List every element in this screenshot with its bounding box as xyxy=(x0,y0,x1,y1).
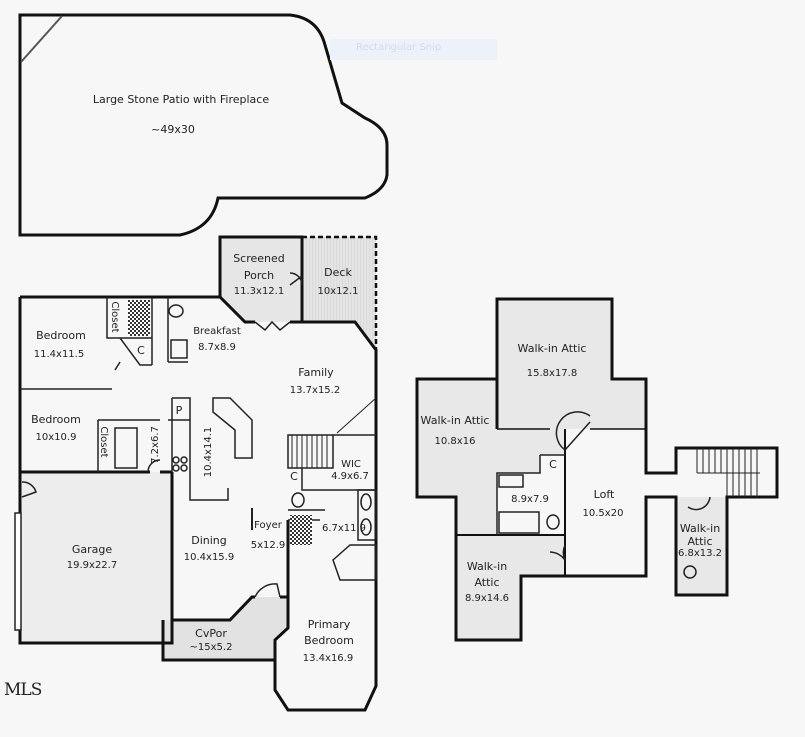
deck-size: 10x12.1 xyxy=(318,286,359,297)
bathtub xyxy=(498,511,540,534)
bedroom-size: 10x10.9 xyxy=(36,432,77,443)
closet-c-label: C xyxy=(137,344,145,357)
family-label: Family xyxy=(298,366,334,379)
primary-bedroom-label: Primary xyxy=(308,618,351,631)
cvpor-label: CvPor xyxy=(195,627,227,640)
kitchen-island xyxy=(212,397,253,459)
pantry-label: P xyxy=(176,404,183,417)
garage-area xyxy=(20,472,172,643)
wic-size: 4.9x6.7 xyxy=(331,471,369,482)
screened-porch-size: 11.3x12.1 xyxy=(234,286,284,297)
attic-top-area xyxy=(497,299,646,429)
attic-right-area xyxy=(676,497,727,595)
attic-label: Walk-in xyxy=(680,522,720,535)
garage-door xyxy=(14,512,22,631)
cvpor-size: ~15x5.2 xyxy=(190,642,233,653)
bedroom-size: 11.4x11.5 xyxy=(34,349,84,360)
attic-label: Walk-in Attic xyxy=(518,342,587,355)
closet-c-label: C xyxy=(549,458,557,471)
sink-icon xyxy=(170,339,188,359)
toilet-icon xyxy=(291,492,305,508)
loft-size: 10.5x20 xyxy=(583,508,624,519)
family-size: 13.7x15.2 xyxy=(290,385,340,396)
patio-size: ~49x30 xyxy=(151,123,195,136)
patio-opening xyxy=(20,15,63,63)
attic-label: Attic xyxy=(687,535,712,548)
water-heater-icon xyxy=(683,565,697,579)
bath-size: 8.9x7.9 xyxy=(511,494,549,505)
kitchen-size: 10.4x14.1 xyxy=(203,427,214,477)
primary-bath-size: 6.7x11.9 xyxy=(322,523,366,534)
laundry-size: 7.2x6.7 xyxy=(150,426,161,464)
toilet-icon xyxy=(546,514,560,530)
attic-size: 6.8x13.2 xyxy=(678,548,722,559)
garage-size: 19.9x22.7 xyxy=(67,560,117,571)
main-floor-walls xyxy=(18,235,378,712)
mls-logo: MLS xyxy=(4,680,42,700)
toilet-icon xyxy=(168,304,184,318)
attic-label: Attic xyxy=(474,576,499,589)
upper-floor-walls xyxy=(415,297,779,642)
cvpor-area xyxy=(163,597,288,660)
wic-label: WIC xyxy=(341,459,361,470)
bedroom-label: Bedroom xyxy=(36,329,86,342)
breakfast-label: Breakfast xyxy=(193,326,241,337)
foyer-label: Foyer xyxy=(254,520,283,531)
primary-shower xyxy=(290,515,312,545)
corner-tub xyxy=(332,544,377,581)
dining-label: Dining xyxy=(191,534,227,547)
dining-size: 10.4x15.9 xyxy=(184,552,234,563)
attic-size: 10.8x16 xyxy=(435,436,476,447)
patio xyxy=(18,13,389,237)
patio-label: Large Stone Patio with Fireplace xyxy=(93,93,269,106)
loft-label: Loft xyxy=(594,488,615,501)
bedroom-label: Bedroom xyxy=(31,413,81,426)
shower xyxy=(128,300,150,336)
snip-label: Rectangular Snip xyxy=(356,42,442,53)
garage-label: Garage xyxy=(72,543,113,556)
screened-porch-label: Screened xyxy=(233,252,285,265)
screened-porch-label: Porch xyxy=(244,269,274,282)
deck-label: Deck xyxy=(324,266,352,279)
closet-label: Closet xyxy=(98,426,109,457)
washer-dryer xyxy=(114,427,138,469)
foyer-size: 5x12.9 xyxy=(251,540,286,551)
attic-bottom-area xyxy=(456,535,565,640)
closet-label: Closet xyxy=(109,301,120,332)
rectangular-snip-overlay: Rectangular Snip xyxy=(330,39,497,60)
closet-c-label: C xyxy=(290,470,298,483)
primary-bedroom-label: Bedroom xyxy=(304,634,354,647)
attic-size: 8.9x14.6 xyxy=(465,593,509,604)
breakfast-size: 8.7x8.9 xyxy=(198,342,236,353)
attic-size: 15.8x17.8 xyxy=(527,368,577,379)
attic-label: Walk-in Attic xyxy=(421,414,490,427)
screened-porch-area xyxy=(220,237,302,322)
attic-label: Walk-in xyxy=(467,560,507,573)
primary-bedroom-size: 13.4x16.9 xyxy=(303,653,353,664)
